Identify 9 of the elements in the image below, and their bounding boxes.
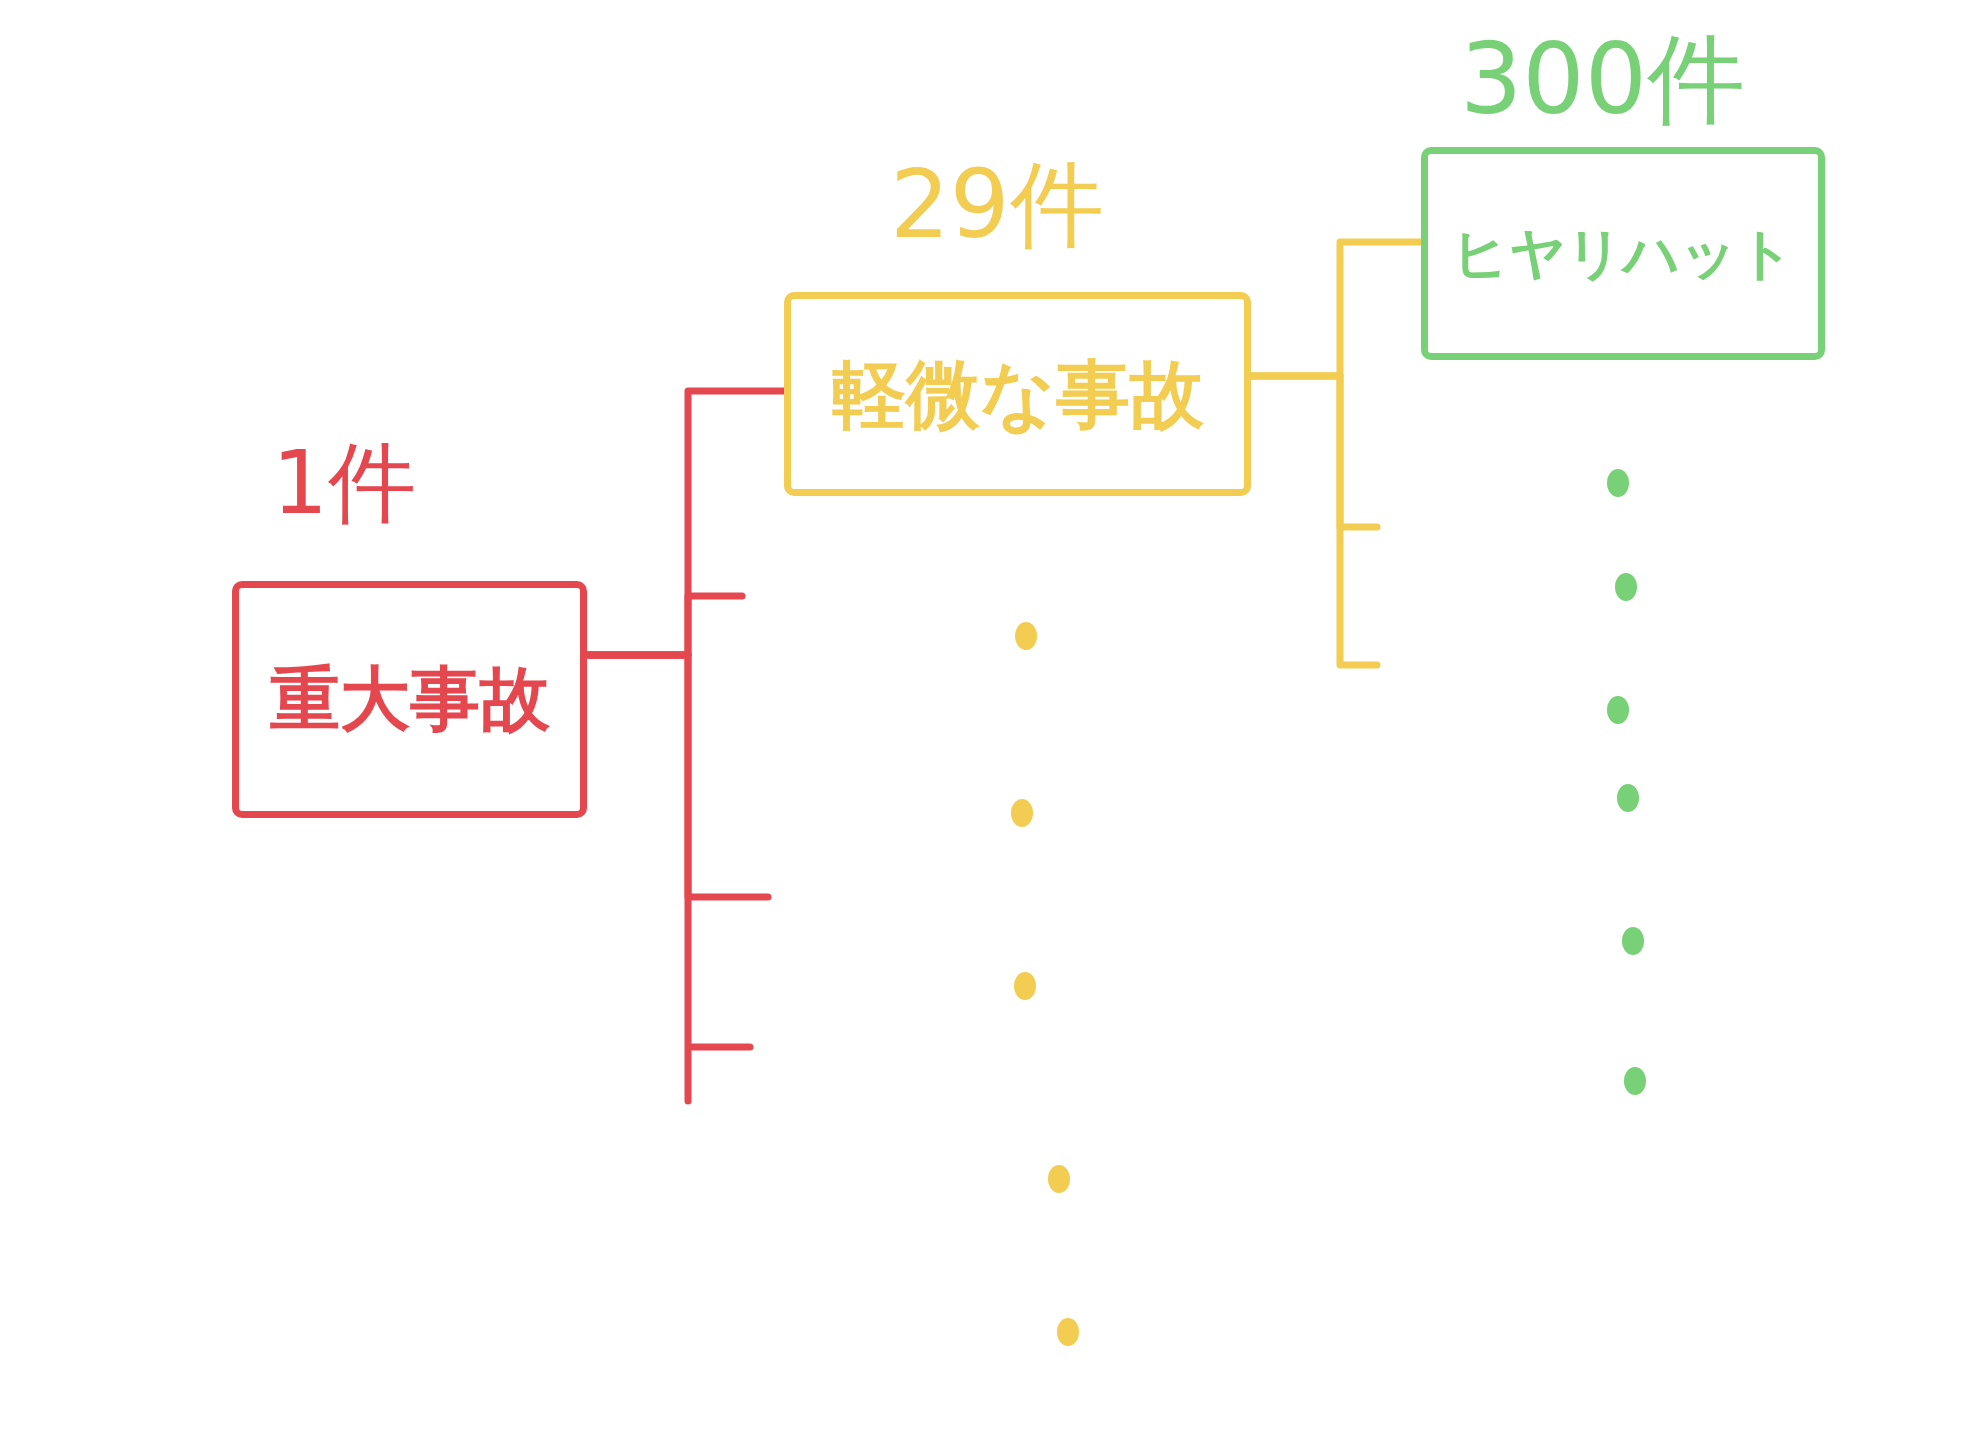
node-label: 重大事故 — [269, 656, 550, 742]
process-box — [784, 292, 1251, 496]
count-label: 1件 — [272, 430, 416, 536]
node-label: 軽微な事故 — [831, 349, 1204, 439]
node-label: ヒヤリハット — [1452, 219, 1794, 288]
count-label: 300件 — [1460, 21, 1746, 138]
process-box — [232, 581, 587, 818]
count-label: 29件 — [890, 149, 1104, 261]
process-box — [1421, 147, 1825, 360]
